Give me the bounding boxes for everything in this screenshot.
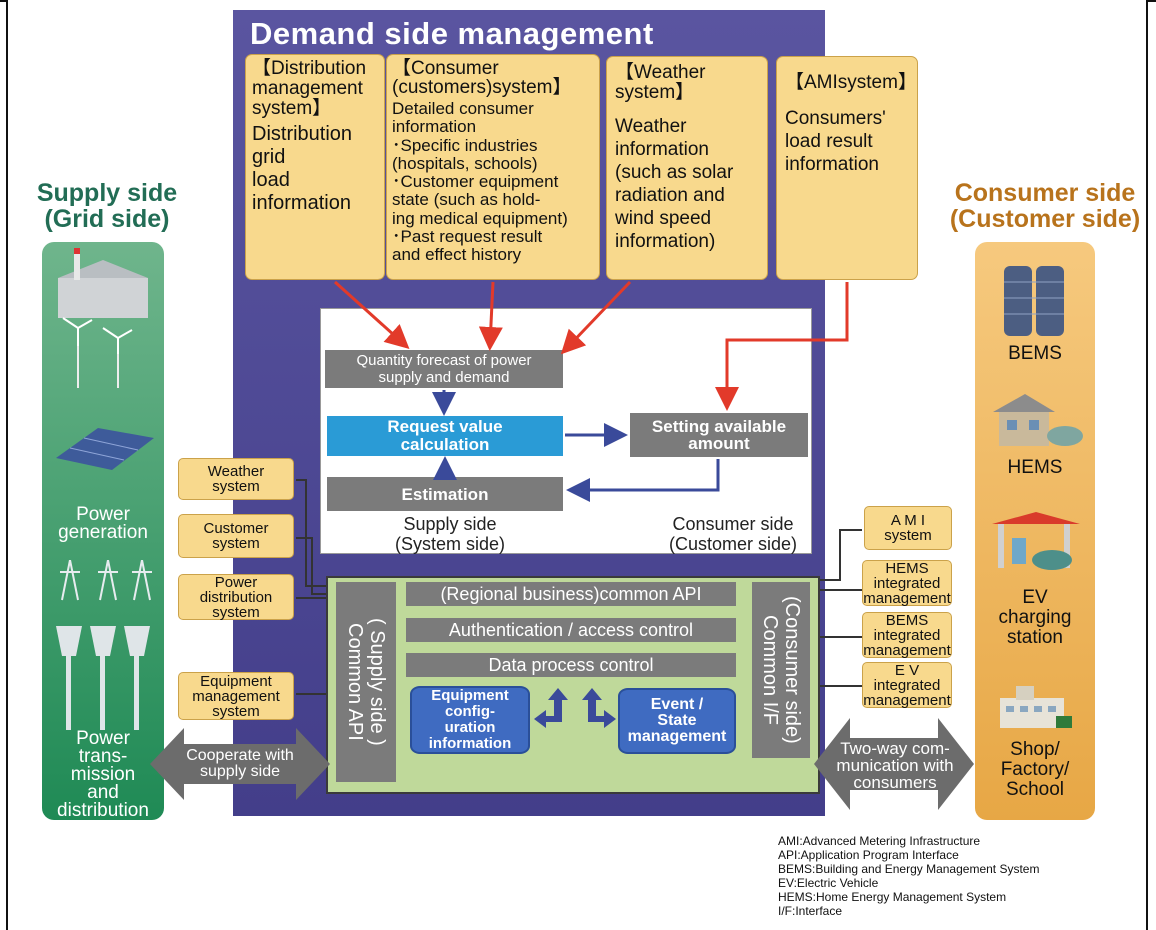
source-consumer-system: 【Consumer (customers)system】 Detailed co… bbox=[386, 54, 600, 280]
source-distribution-management: 【Distribution management system】 Distrib… bbox=[245, 54, 385, 280]
ev-station-icon bbox=[992, 512, 1080, 570]
source-text: Weather information (such as solar radia… bbox=[615, 116, 734, 252]
arrow-consumer-to-forecast bbox=[478, 281, 503, 351]
ev-integrated-tag: E V integrated management bbox=[862, 661, 952, 709]
arrow-setting-to-estimation bbox=[566, 459, 720, 502]
arrow-distribution-to-forecast bbox=[333, 280, 410, 350]
supply-side-label: Supply side (System side) bbox=[394, 514, 506, 554]
abbreviation-legend: AMI:Advanced Metering Infrastructure API… bbox=[778, 834, 1040, 918]
power-generation-icon bbox=[56, 248, 154, 470]
two-way-arrow bbox=[814, 718, 974, 810]
bems-label: BEMS bbox=[1008, 343, 1062, 364]
building-icon bbox=[1004, 266, 1064, 336]
event-state-db: Event / State management bbox=[618, 688, 736, 754]
supply-side-heading: Supply side (Grid side) bbox=[36, 179, 178, 233]
power-generation-label: Power generation bbox=[58, 504, 148, 543]
common-platform bbox=[326, 576, 820, 794]
source-ami-system: 【AMIsystem】 Consumers' load result infor… bbox=[776, 56, 918, 280]
ev-charging-station-label: EV charging station bbox=[998, 587, 1072, 648]
source-text: Distribution grid load information bbox=[252, 123, 353, 214]
power-transmission-label: Power trans- mission and distribution bbox=[57, 728, 149, 821]
consumer-side-label: Consumer side (Customer side) bbox=[668, 514, 798, 554]
house-icon bbox=[993, 394, 1083, 446]
arrow-weather-to-forecast bbox=[560, 280, 632, 355]
forecast-box: Quantity forecast of power supply and de… bbox=[325, 350, 563, 388]
arrow-ami-to-setting bbox=[715, 282, 849, 411]
supply-common-api: ( Supply side ) Common API bbox=[336, 582, 396, 782]
setting-available-box: Setting available amount bbox=[630, 413, 808, 457]
hems-label: HEMS bbox=[1007, 457, 1063, 478]
source-header: 【Distribution management system】 bbox=[252, 58, 367, 119]
shop-factory-school-label: Shop/ Factory/ School bbox=[1000, 739, 1070, 800]
frame-line-left bbox=[6, 0, 8, 930]
estimation-box: Estimation bbox=[327, 477, 563, 511]
frame-line-top bbox=[0, 0, 8, 2]
cooperate-arrow bbox=[150, 728, 330, 800]
common-api-bar: (Regional business)common API bbox=[406, 582, 736, 606]
consumer-common-if: (Consumer side) Common I/F bbox=[752, 582, 810, 758]
diagram-title: Demand side management bbox=[250, 16, 654, 51]
two-way-label: Two-way com- munication with consumers bbox=[836, 739, 954, 792]
frame-line-top-right bbox=[1146, 0, 1156, 2]
source-weather-system: 【Weather system】 Weather information (su… bbox=[606, 56, 768, 280]
source-header: 【Consumer (customers)system】 bbox=[392, 58, 572, 98]
transmission-tower-icon bbox=[56, 560, 152, 730]
bidirectional-arrows-icon bbox=[534, 688, 616, 728]
data-process-bar: Data process control bbox=[406, 653, 736, 677]
cooperate-label: Cooperate with supply side bbox=[186, 747, 294, 780]
source-text: Consumers' load result information bbox=[785, 108, 886, 175]
equipment-configuration-db: Equipment config- uration information bbox=[410, 686, 530, 754]
request-value-box: Request value calculation bbox=[327, 416, 563, 456]
frame-line-right bbox=[1146, 0, 1148, 930]
source-header: 【Weather system】 bbox=[615, 62, 706, 103]
ami-system-tag: A M I system bbox=[864, 506, 952, 550]
bems-integrated-tag: BEMS integrated management bbox=[862, 611, 952, 659]
authentication-bar: Authentication / access control bbox=[406, 618, 736, 642]
source-header: 【AMIsystem】 bbox=[785, 72, 917, 93]
weather-system-tag: Weather system bbox=[178, 458, 294, 500]
consumer-side-heading: Consumer side (Customer side) bbox=[949, 179, 1141, 233]
hems-integrated-tag: HEMS integrated management bbox=[862, 559, 952, 607]
source-text: Detailed consumer information ･Specific … bbox=[392, 99, 568, 265]
equipment-management-system-tag: Equipment management system bbox=[178, 672, 294, 720]
shop-factory-icon bbox=[1000, 686, 1072, 728]
power-distribution-system-tag: Power distribution system bbox=[178, 574, 294, 620]
customer-system-tag: Customer system bbox=[178, 514, 294, 558]
